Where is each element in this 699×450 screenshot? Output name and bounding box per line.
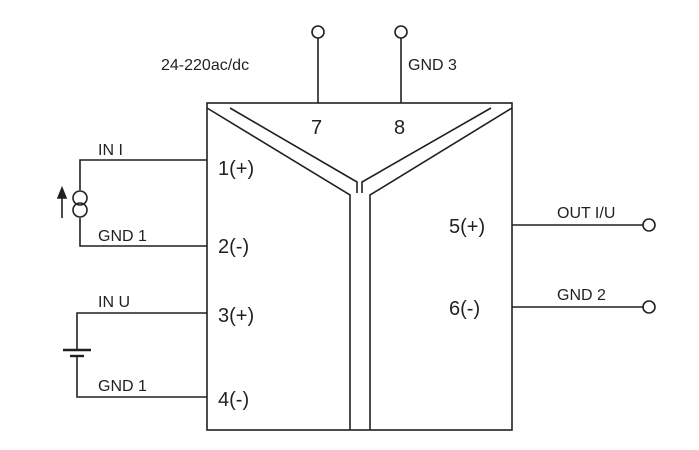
terminal-7-icon bbox=[311, 25, 325, 39]
out-i-u-label: OUT I/U bbox=[557, 205, 615, 222]
gnd2-label: GND 2 bbox=[557, 287, 606, 304]
output-terminal-5-icon bbox=[642, 218, 656, 232]
barrier-right-inner bbox=[361, 107, 492, 193]
current-source-icon bbox=[72, 190, 88, 206]
pin-5-label: 5(+) bbox=[449, 216, 485, 238]
gnd1-current-label: GND 1 bbox=[98, 228, 147, 245]
gnd1-voltage-label: GND 1 bbox=[98, 378, 147, 395]
pin-7-label: 7 bbox=[311, 117, 322, 139]
barrier-left-outer bbox=[206, 107, 351, 430]
output-terminal-6-icon bbox=[642, 300, 656, 314]
barrier-left-inner bbox=[229, 107, 358, 193]
gnd1-i-wire bbox=[79, 218, 207, 247]
pin-4-label: 4(-) bbox=[218, 389, 249, 411]
terminal-8-icon bbox=[394, 25, 408, 39]
in-u-wire bbox=[76, 312, 207, 350]
pin-6-label: 6(-) bbox=[449, 298, 480, 320]
module-box bbox=[206, 102, 513, 431]
in-u-label: IN U bbox=[98, 294, 130, 311]
in-i-wire bbox=[79, 159, 207, 190]
current-source-icon-lower bbox=[72, 202, 88, 218]
pin-8-label: 8 bbox=[394, 117, 405, 139]
pin-1-label: 1(+) bbox=[218, 158, 254, 180]
gnd1-u-wire bbox=[76, 356, 207, 398]
pin-3-label: 3(+) bbox=[218, 305, 254, 327]
pin-2-label: 2(-) bbox=[218, 236, 249, 258]
barrier-right-outer bbox=[369, 107, 513, 430]
supply-label: 24-220ac/dc bbox=[161, 57, 249, 74]
gnd3-label: GND 3 bbox=[408, 57, 457, 74]
in-i-label: IN I bbox=[98, 142, 123, 159]
current-direction-arrowhead bbox=[56, 185, 68, 199]
